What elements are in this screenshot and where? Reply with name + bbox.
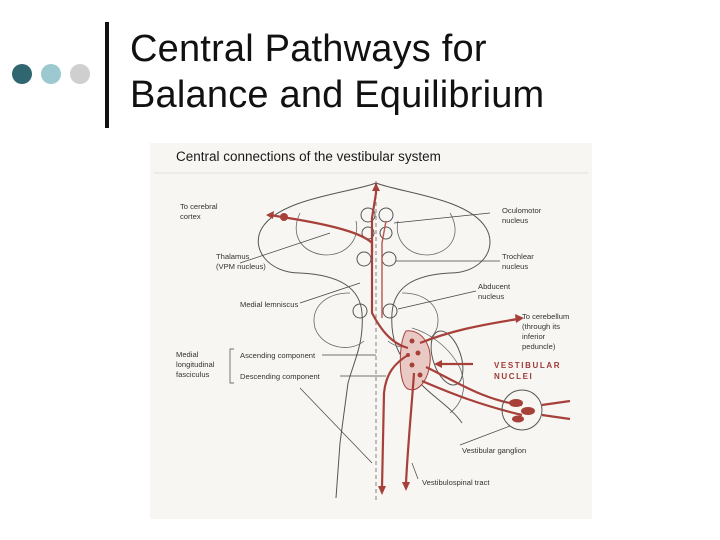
- label-trochlear-1: Trochlear: [502, 252, 534, 261]
- abducent-nucleus-left: [352, 303, 368, 319]
- leader-medial-lemniscus: [299, 282, 361, 304]
- mlf-bracket: [229, 348, 234, 384]
- vestibulospinal-pathway: [404, 372, 416, 484]
- leader-ganglion: [459, 425, 511, 446]
- ganglion-cell: [509, 399, 523, 407]
- label-vestibular-nuclei-2: NUCLEI: [494, 372, 533, 381]
- leader-oculomotor: [393, 212, 491, 224]
- label-descending: Descending component: [240, 372, 321, 381]
- to-cortex-arrowhead: [266, 211, 274, 219]
- trochlear-nucleus-right: [381, 251, 397, 267]
- leader-thalamus: [239, 232, 331, 264]
- title-divider: [105, 22, 109, 128]
- thalamus-outline: [295, 212, 358, 256]
- label-thalamus-1: Thalamus: [216, 252, 250, 261]
- mlf-descending-arrowhead: [378, 486, 386, 495]
- label-cerebral-cortex-1: To cerebral: [180, 202, 218, 211]
- thalamus-relay-cell: [280, 213, 288, 221]
- label-mlf-2: longitudinal: [176, 360, 215, 369]
- label-medial-lemniscus: Medial lemniscus: [240, 300, 298, 309]
- label-oculomotor-1: Oculomotor: [502, 206, 542, 215]
- label-vestibulospinal-tract: Vestibulospinal tract: [422, 478, 490, 487]
- dot-light: [41, 64, 61, 84]
- brainstem-outline-left: [257, 182, 377, 499]
- leader-abducent: [397, 290, 477, 310]
- nucleus-cell: [415, 350, 421, 356]
- label-mlf-1: Medial: [176, 350, 199, 359]
- label-cerebellum-2: (through its: [522, 322, 560, 331]
- label-trochlear-2: nucleus: [502, 262, 528, 271]
- slide-title-line-1: Central Pathways for: [130, 28, 487, 70]
- label-oculomotor-2: nucleus: [502, 216, 528, 225]
- descending-mlf: [380, 354, 409, 489]
- mlf-ascending-right: [381, 220, 387, 318]
- label-abducent-1: Abducent: [478, 282, 511, 291]
- pons-outline-left: [313, 292, 365, 348]
- label-mlf-3: fasciculus: [176, 370, 210, 379]
- oculomotor-nucleus-left: [360, 207, 376, 223]
- label-cerebral-cortex-2: cortex: [180, 212, 201, 221]
- to-cerebellum-arrowhead: [515, 314, 524, 323]
- oculomotor-nucleus-right: [378, 207, 394, 223]
- mlf-arrowhead: [372, 183, 380, 191]
- medulla-outline: [411, 327, 464, 414]
- label-thalamus-2: (VPM nucleus): [216, 262, 266, 271]
- slide-title-line-2: Balance and Equilibrium: [130, 74, 545, 116]
- cerebellar-peduncle: [430, 330, 464, 386]
- vestibulospinal-arrowhead: [402, 482, 410, 491]
- abducent-nucleus-right: [382, 303, 398, 319]
- label-cerebellum-1: To cerebellum: [522, 312, 569, 321]
- ascending-pathway: [281, 215, 409, 350]
- label-vestibular-nuclei-1: VESTIBULAR: [494, 361, 561, 370]
- slide-title: Central Pathways for Balance and Equilib…: [130, 26, 710, 118]
- dot-gray: [70, 64, 90, 84]
- label-cerebellum-4: peduncle): [522, 342, 556, 351]
- thalamus-outline-right: [396, 212, 456, 256]
- nucleus-cell: [417, 372, 423, 378]
- label-ascending: Ascending component: [240, 351, 316, 360]
- nucleus-cell: [409, 338, 415, 344]
- label-abducent-2: nucleus: [478, 292, 504, 301]
- leader-mlf-descending: [299, 387, 373, 464]
- vestibular-nuclei-arrowhead: [434, 360, 442, 368]
- dot-dark: [12, 64, 32, 84]
- to-cerebellum-pathway: [419, 317, 519, 345]
- diagram-svg: Central connections of the vestibular sy…: [154, 149, 588, 503]
- trochlear-nucleus-left: [356, 251, 372, 267]
- nucleus-cell: [409, 362, 415, 368]
- vestibular-diagram: Central connections of the vestibular sy…: [150, 143, 592, 519]
- label-vestibular-ganglion: Vestibular ganglion: [462, 446, 526, 455]
- decorative-dots: [12, 64, 102, 86]
- vestibular-nerve-peripheral: [541, 399, 571, 421]
- label-cerebellum-3: inferior: [522, 332, 546, 341]
- diagram-title: Central connections of the vestibular sy…: [176, 149, 441, 164]
- leader-vestibulospinal: [411, 462, 419, 480]
- vestibular-nerve-lower: [421, 379, 523, 417]
- oculomotor-nucleus-right-2: [379, 226, 393, 240]
- ganglion-cell: [521, 407, 535, 415]
- vestibular-ganglion-outline: [501, 389, 543, 431]
- ganglion-cell: [512, 415, 524, 423]
